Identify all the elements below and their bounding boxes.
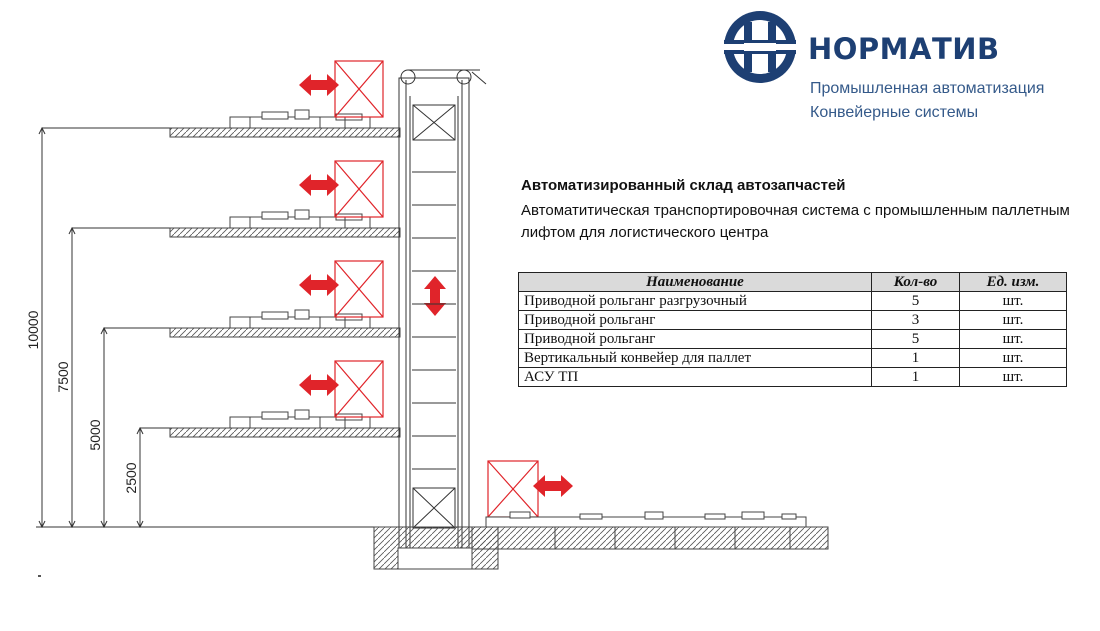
dimension-5000: 5000 [87, 419, 103, 450]
brand-tagline-1: Промышленная автоматизация [810, 80, 1045, 97]
transfer-arrows [299, 74, 573, 497]
equipment-table: Наименование Кол-во Ед. изм. Приводной р… [518, 272, 1067, 387]
column-header-name: Наименование [518, 272, 872, 292]
brand-logo-icon [724, 11, 796, 83]
brand-tagline-2: Конвейерные системы [810, 104, 979, 121]
stray-dot [38, 575, 41, 577]
cell-qty: 5 [871, 291, 960, 311]
table-row: Приводной рольганг 3 шт. [518, 310, 1067, 330]
cell-name: АСУ ТП [518, 367, 872, 387]
cell-name: Приводной рольганг [518, 310, 872, 330]
table-row: Вертикальный конвейер для паллет 1 шт. [518, 348, 1067, 368]
column-header-unit: Ед. изм. [959, 272, 1067, 292]
table-header-row: Наименование Кол-во Ед. изм. [518, 272, 1067, 292]
cell-unit: шт. [959, 329, 1067, 349]
table-row: Приводной рольганг разгрузочный 5 шт. [518, 291, 1067, 311]
page-title: Автоматизированный склад автозапчастей [521, 177, 846, 194]
page-description: Автоматитическая транспортировочная сист… [521, 202, 1070, 241]
dimension-2500: 2500 [123, 462, 139, 493]
dimension-lines [36, 126, 380, 529]
cell-qty: 1 [871, 348, 960, 368]
dimension-10000: 10000 [25, 310, 41, 349]
cell-qty: 1 [871, 367, 960, 387]
conveyor-level-4 [169, 109, 401, 138]
lift-tower [398, 69, 487, 549]
conveyor-ground [471, 511, 829, 550]
table-row: Приводной рольганг 5 шт. [518, 329, 1067, 349]
conveyor-level-2 [169, 309, 401, 338]
table-row: АСУ ТП 1 шт. [518, 367, 1067, 387]
cell-name: Приводной рольганг разгрузочный [518, 291, 872, 311]
cell-unit: шт. [959, 367, 1067, 387]
column-header-qty: Кол-во [871, 272, 960, 292]
cell-unit: шт. [959, 291, 1067, 311]
brand-name: НОРМАТИВ [808, 32, 1000, 66]
cell-unit: шт. [959, 348, 1067, 368]
cell-qty: 5 [871, 329, 960, 349]
dimension-7500: 7500 [55, 361, 71, 392]
dimension-labels: 10000 7500 5000 2500 [22, 307, 142, 496]
pallet-boxes [334, 60, 539, 518]
conveyor-level-1 [169, 409, 401, 438]
cell-name: Приводной рольганг [518, 329, 872, 349]
cell-qty: 3 [871, 310, 960, 330]
conveyor-level-3 [169, 209, 401, 238]
cell-unit: шт. [959, 310, 1067, 330]
cell-name: Вертикальный конвейер для паллет [518, 348, 872, 368]
